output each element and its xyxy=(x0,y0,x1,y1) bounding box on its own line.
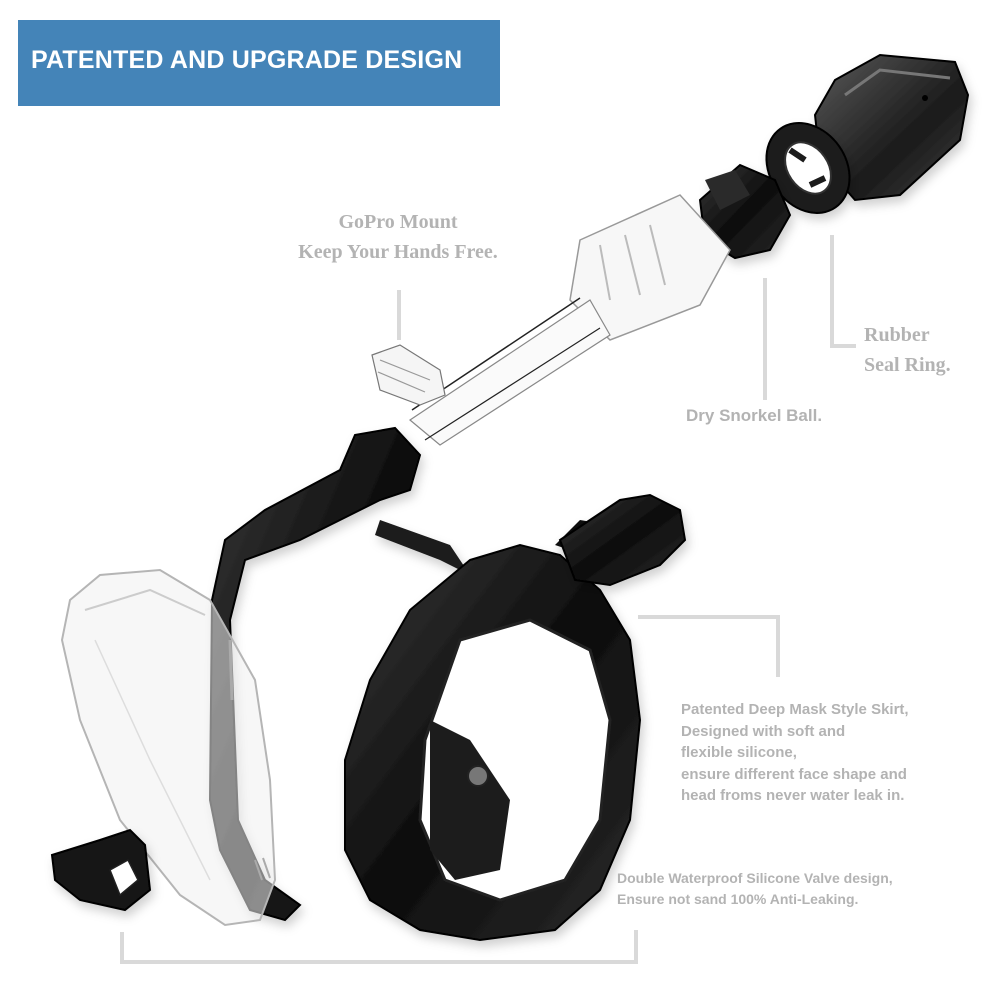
title-banner: PATENTED AND UPGRADE DESIGN xyxy=(18,20,500,106)
seal-ring-label: Rubber Seal Ring. xyxy=(864,320,951,380)
face-skirt-icon xyxy=(344,520,642,942)
gopro-label-line2: Keep Your Hands Free. xyxy=(298,241,498,263)
bottom-bracket-bottom xyxy=(120,960,638,964)
skirt-line-3: flexible silicone, xyxy=(681,744,797,761)
skirt-line-5: head froms never water leak in. xyxy=(681,787,905,804)
gopro-label-line1: GoPro Mount xyxy=(338,211,458,233)
skirt-line-4: ensure different face shape and xyxy=(681,765,907,783)
rubber-seal-ring-icon xyxy=(765,122,851,214)
seal-ring-leader-vertical xyxy=(830,235,834,345)
clear-lens-icon xyxy=(60,568,277,927)
dry-ball-label: Dry Snorkel Ball. xyxy=(686,406,822,426)
skirt-line-2: Designed with soft and xyxy=(681,722,846,740)
gopro-leader-line xyxy=(397,290,401,340)
seal-ring-label-line2: Seal Ring. xyxy=(864,354,951,376)
dry-ball-leader-line xyxy=(763,278,767,400)
seal-ring-label-line1: Rubber xyxy=(864,324,930,346)
dry-ball-label-text: Dry Snorkel Ball. xyxy=(686,406,823,425)
valve-description: Double Waterproof Silicone Valve design,… xyxy=(617,868,893,910)
clear-snorkel-tube-icon xyxy=(408,194,731,446)
skirt-line-1: Patented Deep Mask Style Skirt, xyxy=(681,701,909,718)
skirt-leader-vertical xyxy=(776,615,780,677)
valve-cover-icon xyxy=(50,828,152,912)
valve-line-1: Double Waterproof Silicone Valve design, xyxy=(617,870,893,886)
gopro-label: GoPro Mount Keep Your Hands Free. xyxy=(278,207,518,267)
skirt-leader-horizontal xyxy=(638,615,778,619)
bottom-bracket-right xyxy=(634,930,638,964)
snorkel-connector-icon xyxy=(558,493,687,587)
valve-line-2: Ensure not sand 100% Anti-Leaking. xyxy=(617,891,859,907)
skirt-description: Patented Deep Mask Style Skirt, Designed… xyxy=(681,699,909,807)
bottom-bracket-left xyxy=(120,932,124,964)
banner-title: PATENTED AND UPGRADE DESIGN xyxy=(31,46,463,74)
gopro-mount-icon xyxy=(371,344,446,406)
seal-ring-leader-horizontal xyxy=(830,344,856,348)
